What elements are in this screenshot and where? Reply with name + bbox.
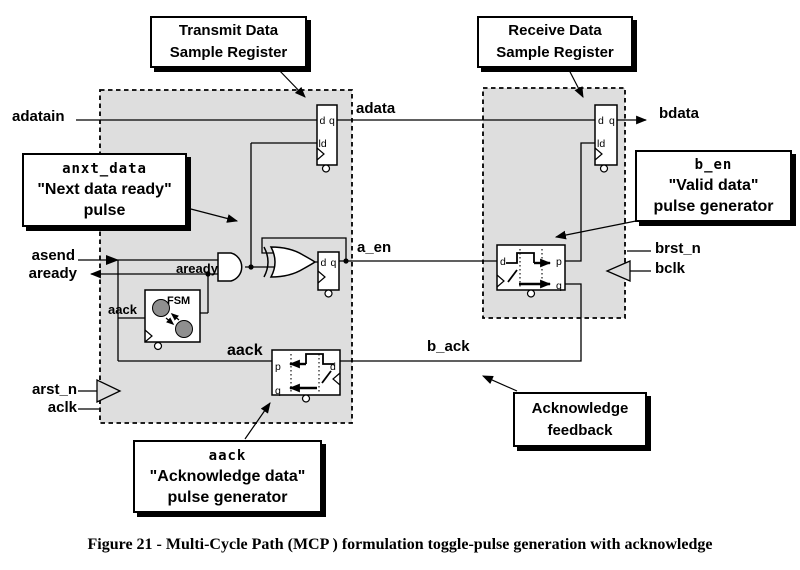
callout-line: Receive Data	[508, 22, 602, 39]
label-aack-fsm: aack	[108, 302, 137, 317]
fsm-block: FSM	[144, 289, 201, 351]
callout-line: feedback	[547, 421, 613, 439]
bclk-chevron-icon	[605, 260, 631, 282]
label-asend: asend	[31, 247, 75, 264]
label-aclk: aclk	[47, 399, 77, 416]
label-aready: aready	[28, 265, 77, 282]
inverter-bubble-icon	[526, 289, 536, 298]
figure-caption: Figure 21 - Multi-Cycle Path (MCP ) form…	[87, 536, 713, 553]
wire-b-ack	[340, 283, 582, 362]
fsm-label: FSM	[167, 295, 190, 307]
clock-triangle-icon	[144, 329, 153, 343]
and-gate	[217, 252, 243, 282]
port-d: d	[321, 257, 327, 269]
callout-kind: pulse generator	[167, 488, 288, 506]
port-d: d	[330, 361, 336, 373]
callout-arrows	[186, 67, 637, 440]
label-bdata: bdata	[659, 105, 700, 122]
callout-signal: b_en	[694, 157, 733, 173]
wires	[76, 115, 651, 410]
callout-b-en: b_en "Valid data" pulse generator	[635, 150, 792, 222]
inverter-bubble-icon	[301, 394, 311, 403]
fsm-transition-arrow	[165, 317, 175, 326]
transmit-callout-arrow	[276, 67, 306, 98]
callout-kind: pulse	[83, 202, 126, 219]
label-brst-n: brst_n	[655, 240, 701, 257]
receive-callout-arrow	[567, 67, 584, 98]
callout-line: Transmit Data	[178, 22, 279, 39]
aack-pulse-generator-block: p q d	[271, 349, 341, 403]
fsm-state-icon	[152, 299, 170, 317]
wire-fsm-aready	[200, 274, 209, 314]
port-p: p	[556, 256, 562, 268]
junctions	[106, 255, 349, 277]
inverter-bubble-icon	[599, 164, 609, 173]
callout-kind: pulse generator	[653, 198, 774, 215]
label-aready-inner: aready	[176, 261, 218, 276]
label-bclk: bclk	[655, 260, 686, 277]
clock-triangle-icon	[316, 147, 325, 161]
aclk-chevron-icon	[96, 378, 122, 404]
callout-line: Sample Register	[169, 44, 288, 61]
b-en-pulse-generator-block: d p q	[496, 244, 566, 298]
callout-transmit-register: Transmit Data Sample Register	[150, 16, 307, 68]
callout-signal: aack	[208, 447, 247, 464]
port-ld: ld	[319, 138, 327, 150]
clock-triangle-icon	[594, 147, 603, 161]
label-adata: adata	[356, 100, 396, 117]
wire-ben-to-ld	[565, 142, 595, 262]
a-en-flipflop: d q	[317, 251, 340, 298]
adata-register: d q ld	[316, 104, 338, 173]
wire-load-a	[250, 142, 317, 267]
pulse-waveform-icon	[305, 353, 334, 365]
inverter-bubble-icon	[324, 289, 333, 298]
callout-receive-register: Receive Data Sample Register	[477, 16, 633, 68]
callout-desc: "Next data ready"	[37, 181, 172, 198]
xor-gate	[263, 246, 317, 278]
callout-signal: anxt_data	[62, 161, 147, 177]
port-d: d	[500, 256, 506, 268]
anxt-data-callout-arrow	[186, 207, 239, 223]
aack-callout-arrow	[244, 402, 271, 440]
inverter-bubble-icon	[153, 341, 163, 351]
port-q: q	[556, 280, 562, 292]
ack-feedback-callout-arrow	[481, 375, 518, 392]
callout-line: Sample Register	[496, 44, 614, 61]
label-a-en: a_en	[357, 239, 392, 256]
b-en-callout-arrow	[554, 220, 637, 240]
port-p: p	[275, 361, 281, 373]
bdata-register: d q ld	[594, 104, 618, 173]
port-q: q	[609, 115, 615, 127]
port-d: d	[320, 115, 326, 127]
port-q: q	[331, 257, 337, 269]
label-b-ack: b_ack	[427, 338, 470, 355]
fsm-state-icon	[175, 320, 193, 338]
label-adatain: adatain	[12, 108, 65, 125]
port-q: q	[275, 385, 281, 397]
port-d: d	[598, 115, 604, 127]
asend-arrowhead	[106, 255, 119, 265]
fsm-transition-arrow	[170, 312, 180, 321]
port-q: q	[329, 115, 335, 127]
pulse-waveform-icon	[506, 252, 535, 264]
callout-line: Acknowledge	[531, 399, 629, 417]
clock-triangle-icon	[332, 372, 341, 386]
clock-triangle-icon	[317, 270, 326, 284]
port-ld: ld	[597, 138, 605, 150]
callout-anxt-data: anxt_data "Next data ready" pulse	[22, 153, 187, 227]
inverter-bubble-icon	[321, 164, 331, 173]
clock-triangle-icon	[496, 274, 505, 288]
label-aack-block: aack	[227, 342, 263, 359]
edge-icon	[321, 370, 332, 384]
edge-icon	[507, 269, 518, 283]
callout-desc: "Acknowledge data"	[149, 467, 306, 485]
label-arst-n: arst_n	[31, 381, 77, 398]
callout-ack-feedback: Acknowledge feedback	[513, 392, 647, 447]
callout-aack: aack "Acknowledge data" pulse generator	[133, 440, 322, 513]
callout-desc: "Valid data"	[668, 177, 759, 194]
